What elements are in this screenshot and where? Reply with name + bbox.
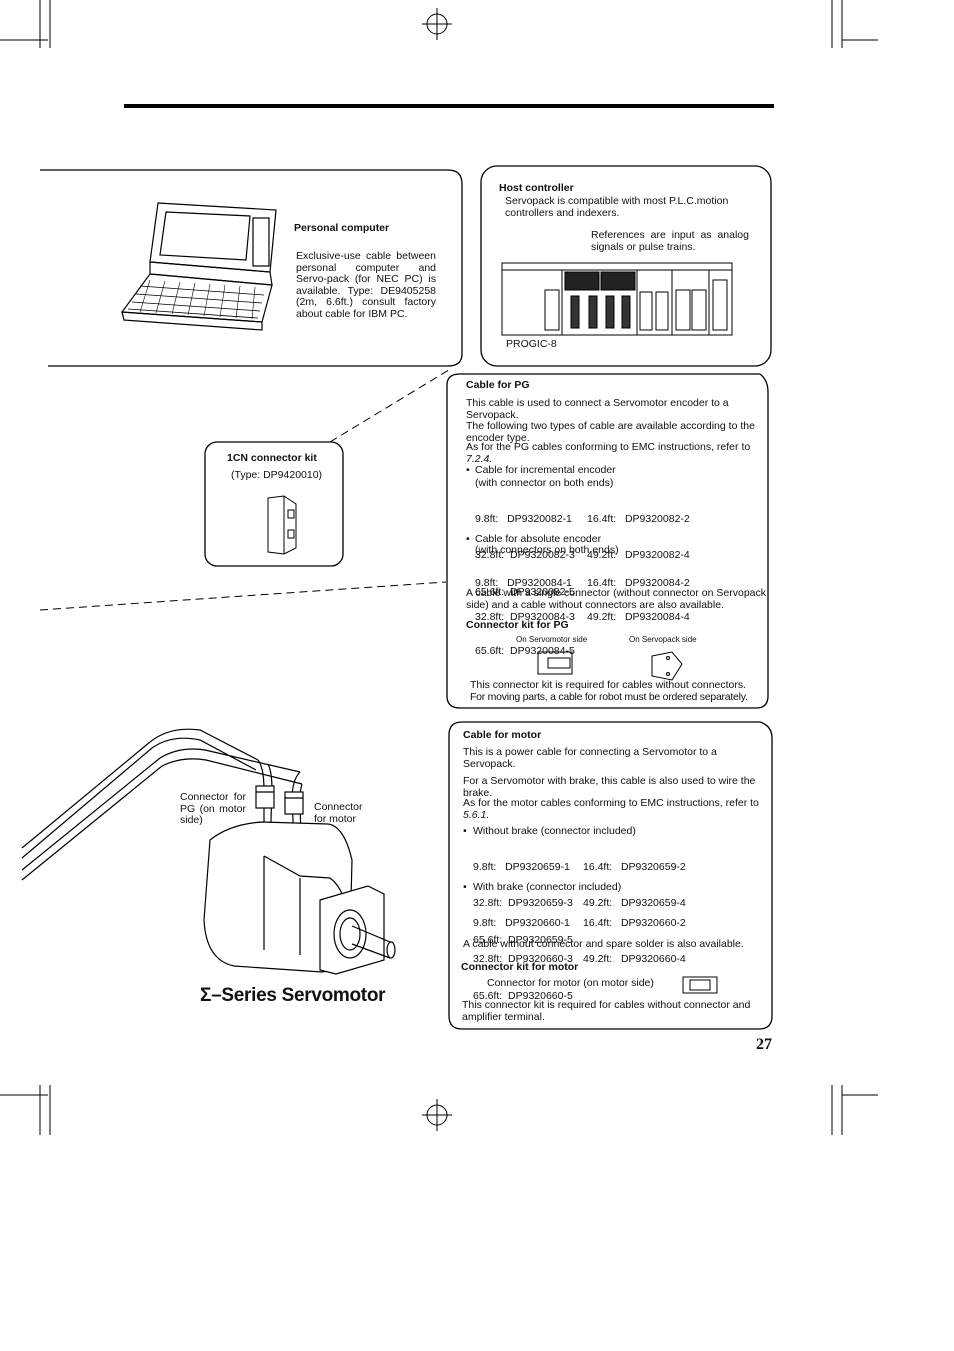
motor-kit-item: Connector for motor (on motor side) — [487, 977, 654, 989]
dashed-leaders — [39, 367, 453, 611]
pg-connector-label: Connector for PG (on motor side) — [180, 791, 246, 827]
crop-marks — [0, 0, 878, 1135]
pg-frame — [446, 373, 769, 709]
motor-kit-title: Connector kit for motor — [461, 961, 579, 973]
cell: 32.8ft: DP9320084-3 — [475, 610, 575, 623]
cell: 9.8ft: DP9320659-1 — [473, 861, 570, 874]
cable-pg-p3-ref: 7.2.4. — [466, 452, 493, 465]
cable-pg-p1: This cable is used to connect a Servomot… — [466, 397, 729, 421]
host-controller-desc: Servopack is compatible with most P.L.C.… — [505, 195, 729, 219]
table-row: 65.6ft: DP9320659-5 — [473, 933, 686, 948]
cell: 65.6ft: DP9320659-5 — [473, 933, 573, 946]
pg-inc-title: Cable for incremental encoder — [475, 464, 616, 476]
cell: 49.2ft: DP9320082-4 — [587, 549, 690, 562]
pg-inc-bullet: • — [466, 464, 470, 476]
personal-computer-desc: Exclusive-use cable between personal com… — [296, 250, 436, 320]
pg-kit-motor-side: On Servomotor side — [516, 635, 588, 644]
pg-single-note: A cable with a single connector (without… — [466, 587, 767, 611]
cable-motor-title: Cable for motor — [463, 729, 542, 741]
cell: 49.2ft: DP9320660-4 — [583, 953, 686, 966]
page-number: 27 — [756, 1036, 772, 1053]
table-row: 32.8ft: DP9320082-3 49.2ft: DP9320082-4 — [475, 550, 690, 563]
table-row: 9.8ft: DP9320659-1 16.4ft: DP9320659-2 — [473, 861, 686, 875]
cell: 32.8ft: DP9320659-3 — [473, 897, 573, 910]
cell: 16.4ft: DP9320660-2 — [583, 917, 686, 930]
table-row: 32.8ft: DP9320660-3 49.2ft: DP9320660-4 — [473, 954, 686, 967]
table-row: 9.8ft: DP9320084-1 16.4ft: DP9320084-2 — [475, 578, 690, 589]
pg-kit-icons — [537, 651, 683, 681]
table-row: 65.6ft: DP9320660-5 — [473, 989, 686, 1004]
plc-illustration — [501, 262, 733, 336]
cell: 16.4ft: DP9320084-2 — [587, 577, 690, 590]
series-title: Σ–Series Servomotor — [200, 985, 386, 1006]
header-rule — [124, 104, 774, 108]
motor-kit-icon — [682, 976, 718, 994]
cell: 16.4ft: DP9320659-2 — [583, 861, 686, 874]
cell: 65.6ft: DP9320084-5 — [475, 644, 575, 657]
motor-w-title: With brake (connector included) — [473, 881, 622, 893]
cable-motor-p1: This is a power cable for connecting a S… — [463, 746, 717, 770]
motor-w-table: 9.8ft: DP9320660-1 16.4ft: DP9320660-2 32… — [473, 895, 686, 1015]
motor-kit-note: This connector kit is required for cable… — [462, 999, 751, 1023]
motor-wo-title: Without brake (connector included) — [473, 825, 636, 837]
laptop-illustration — [120, 202, 277, 331]
cell: 9.8ft: DP9320082-1 — [475, 513, 572, 526]
pg-kit-note1: This connector kit is required for cable… — [470, 679, 747, 691]
cable-pg-p3: As for the PG cables conforming to EMC i… — [466, 441, 766, 465]
cable-pg-title: Cable for PG — [466, 379, 530, 391]
cn-kit-title: 1CN connector kit — [227, 452, 317, 464]
registration-mark-bottom — [422, 1099, 452, 1131]
cell: 65.6ft: DP9320660-5 — [473, 989, 573, 1002]
cell: 49.2ft: DP9320659-4 — [583, 897, 686, 910]
pg-kit-title: Connector kit for PG — [466, 619, 569, 631]
cable-motor-p3: As for the motor cables conforming to EM… — [463, 797, 768, 821]
cable-pg-p3-text: As for the PG cables conforming to EMC i… — [466, 441, 751, 453]
pg-abs-bullet: • — [466, 533, 470, 545]
motor-connector-label: Connector for motor — [314, 801, 363, 825]
cable-motor-p2: For a Servomotor with brake, this cable … — [463, 775, 756, 799]
host-controller-references: References are input as analog signals o… — [591, 229, 749, 253]
cell: 32.8ft: DP9320082-3 — [475, 549, 575, 562]
pg-abs-title: Cable for absolute encoder — [475, 533, 602, 545]
personal-computer-title: Personal computer — [294, 222, 390, 234]
cn-connector-illustration — [267, 495, 297, 555]
pg-kit-pack-side: On Servopack side — [629, 635, 697, 644]
motor-wo-bullet: • — [463, 825, 467, 837]
motor-frame — [448, 721, 773, 1030]
cell: 16.4ft: DP9320082-2 — [587, 513, 690, 526]
pg-abs-table: 9.8ft: DP9320084-1 16.4ft: DP9320084-2 32… — [475, 555, 690, 668]
pg-inc-sub: (with connector on both ends) — [475, 477, 614, 489]
table-row: 9.8ft: DP9320082-1 16.4ft: DP9320082-2 — [475, 513, 690, 527]
plc-label: PROGIC-8 — [506, 338, 557, 350]
motor-wo-table: 9.8ft: DP9320659-1 16.4ft: DP9320659-2 32… — [473, 839, 686, 959]
cell: 65.6ft: DP9320082-5 — [475, 585, 575, 598]
motor-w-bullet: • — [463, 881, 467, 893]
motor-spare-note: A cable without connector and spare sold… — [463, 938, 744, 950]
table-row: 32.8ft: DP9320659-3 49.2ft: DP9320659-4 — [473, 898, 686, 911]
pg-inc-table: 9.8ft: DP9320082-1 16.4ft: DP9320082-2 32… — [475, 491, 690, 611]
cn-kit-frame — [204, 441, 344, 567]
registration-mark-top — [422, 8, 452, 40]
table-row: 32.8ft: DP9320084-3 49.2ft: DP9320084-4 — [475, 610, 690, 623]
cell: 32.8ft: DP9320660-3 — [473, 953, 573, 966]
host-frame — [480, 165, 772, 367]
table-row: 65.6ft: DP9320084-5 — [475, 644, 690, 657]
cable-pg-p2: The following two types of cable are ava… — [466, 420, 755, 444]
pg-abs-sub: (with connectors on both ends) — [475, 544, 619, 556]
table-row: 9.8ft: DP9320660-1 16.4ft: DP9320660-2 — [473, 917, 686, 931]
table-row: 65.6ft: DP9320082-5 — [475, 585, 690, 600]
cell: 9.8ft: DP9320084-1 — [475, 577, 572, 590]
cable-motor-p3-ref: 5.6.1. — [463, 808, 490, 821]
cell: 9.8ft: DP9320660-1 — [473, 917, 570, 930]
cn-kit-type: (Type: DP9420010) — [231, 469, 323, 481]
servomotor-illustration — [21, 728, 396, 975]
pg-kit-note2: For moving parts, a cable for robot must… — [470, 691, 748, 703]
host-controller-title: Host controller — [499, 182, 574, 194]
cell: 49.2ft: DP9320084-4 — [587, 610, 690, 623]
pc-frame — [40, 169, 463, 367]
cable-motor-p3-text: As for the motor cables conforming to EM… — [463, 797, 759, 809]
